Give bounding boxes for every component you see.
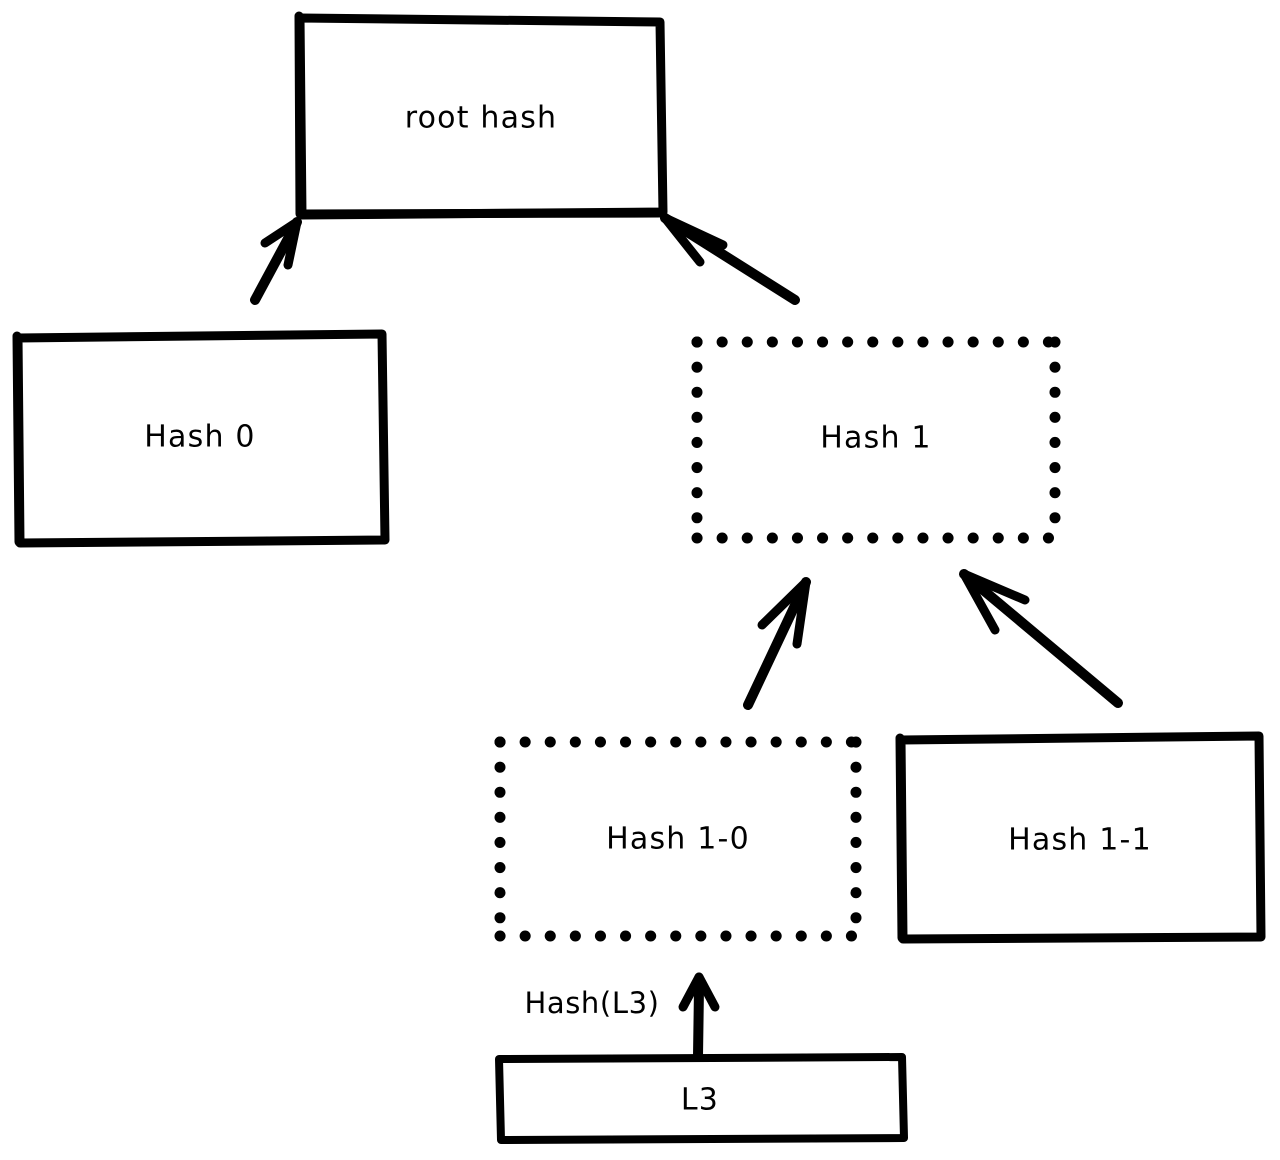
edge-arrow-hash11-to-hash1 <box>959 569 1123 708</box>
node-box-hash-1-1[interactable] <box>895 731 1266 944</box>
edge-label-hash-l3: Hash(L3) <box>524 986 660 1020</box>
node-box-hash-1-0[interactable] <box>494 736 862 942</box>
edge-arrow-hash1-to-root <box>660 213 800 305</box>
node-box-hash-1[interactable] <box>691 336 1061 544</box>
node-box-root-hash[interactable] <box>294 11 668 220</box>
node-box-hash-0[interactable] <box>12 329 390 548</box>
node-box-l3[interactable] <box>495 1053 908 1144</box>
edge-arrow-hash0-to-root <box>250 217 302 305</box>
edge-arrow-l3-to-hash10 <box>678 972 720 1061</box>
edge-arrow-hash10-to-hash1 <box>743 577 811 710</box>
